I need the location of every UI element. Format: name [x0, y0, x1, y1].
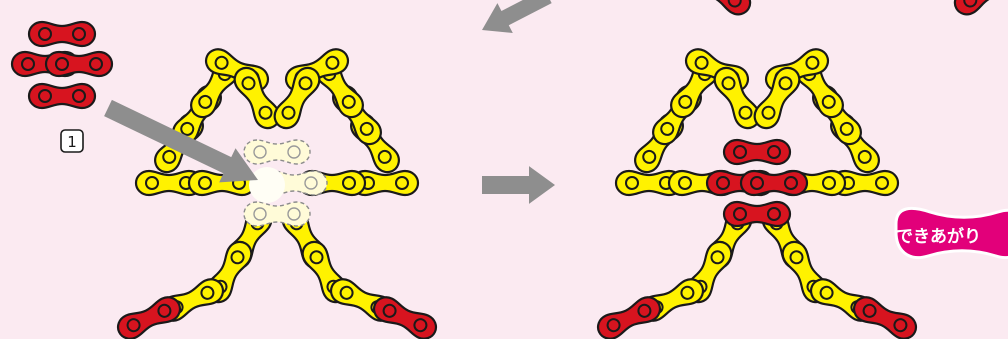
- next-step-arrow: [482, 166, 555, 204]
- ghost-placement-layer: [243, 139, 328, 227]
- red-piece-link: [27, 82, 97, 110]
- red-end-link: [592, 292, 666, 339]
- chain-link: [229, 62, 285, 134]
- step-number-box: 1: [60, 129, 84, 153]
- red-end-link: [848, 292, 922, 339]
- red-piece-link: [44, 50, 114, 78]
- ghost-link: [243, 139, 311, 165]
- red-link-partial: [949, 0, 1008, 20]
- red-center-link: [722, 200, 792, 228]
- chain-link: [709, 62, 765, 134]
- red-link-partial: [684, 0, 756, 20]
- chain-link: [269, 62, 325, 134]
- red-center-link: [739, 169, 809, 197]
- done-label: できあがり: [896, 226, 981, 247]
- chain-link: [749, 62, 805, 134]
- red-end-link: [368, 292, 442, 339]
- red-end-link: [112, 292, 186, 339]
- ghost-link: [243, 201, 311, 227]
- red-center-link: [722, 138, 792, 166]
- return-arrow: [482, 0, 552, 34]
- insert-arrow: [104, 99, 258, 183]
- front-layer: [10, 0, 1008, 228]
- done-badge: できあがり: [894, 206, 1008, 259]
- step-number: 1: [67, 133, 77, 151]
- chain-links-layer: [112, 44, 922, 339]
- red-piece-link: [27, 20, 97, 48]
- insert-point: [249, 167, 285, 203]
